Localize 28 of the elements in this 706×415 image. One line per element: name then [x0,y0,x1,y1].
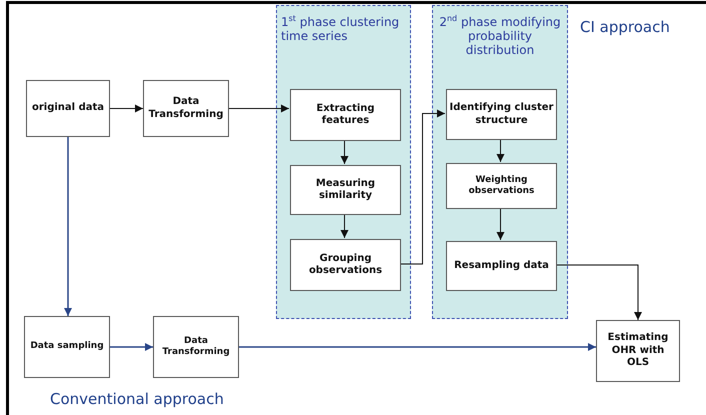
process-box: original data [26,80,110,137]
arrow [110,343,153,351]
process-box: Resampling data [446,241,557,291]
arrow [110,104,144,112]
approach-label: CI approach [580,18,670,36]
process-box: Grouping observations [290,239,401,291]
arrow [340,140,348,164]
process-box: Estimating OHR with OLS [596,320,680,382]
approach-label: Conventional approach [50,390,224,408]
process-box: Weighting observations [446,163,557,209]
arrow [340,214,348,238]
process-box: Extracting features [290,89,401,141]
arrow [228,104,290,112]
phase-title: 1$^{st}$ phase clustering time series [281,14,400,44]
phase-panel [276,5,411,319]
process-box: Data sampling [24,316,110,378]
arrow [496,138,504,162]
phase-panel [432,5,568,319]
arrow [556,264,642,320]
process-box: Data Transforming [143,80,229,137]
arrow [400,110,446,264]
arrow [496,208,504,240]
process-box: Measuring similarity [290,165,401,215]
arrow [239,343,596,351]
arrow [64,137,72,316]
phase-title: 2$^{nd}$ phase modifying probability distribution [438,14,562,58]
process-box: Identifying cluster structure [446,89,557,140]
process-box: Data Transforming [153,316,239,378]
